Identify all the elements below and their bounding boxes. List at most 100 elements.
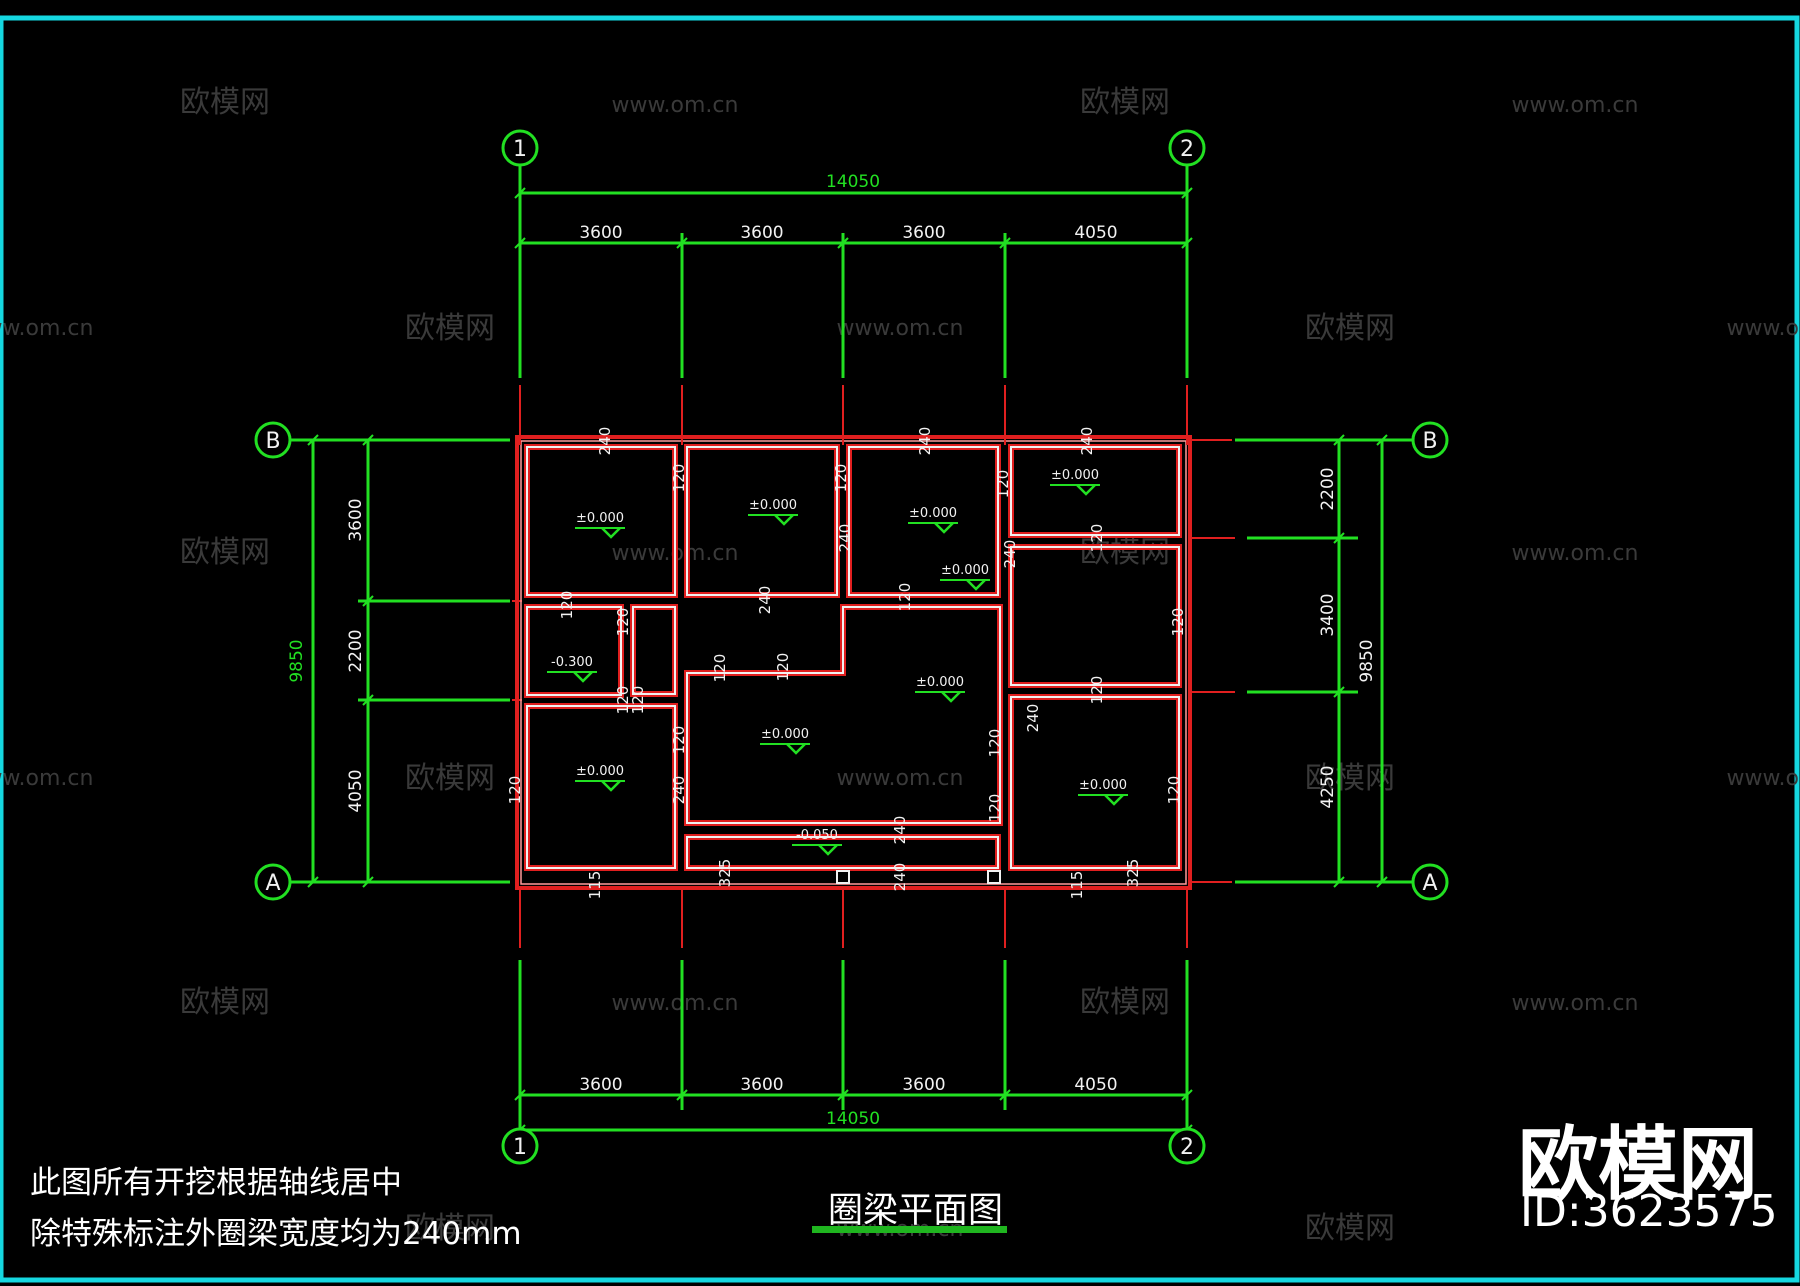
watermark-brand: 欧模网 <box>1080 85 1170 120</box>
beam-width-label: 240 <box>756 586 774 615</box>
dimension-tick <box>362 595 374 607</box>
elevation-symbol-triangle <box>573 671 593 683</box>
dim-top-segment: 4050 <box>1074 223 1117 243</box>
room-beam <box>684 444 840 598</box>
room-outline <box>848 446 999 596</box>
beam-width-label: 120 <box>506 776 524 805</box>
elevation-symbol-triangle <box>1104 794 1124 806</box>
beam-width-label: 240 <box>891 863 909 892</box>
beam-width-label: 240 <box>1001 540 1019 569</box>
watermark-brand: 欧模网 <box>1080 535 1170 570</box>
beam-width-label: 120 <box>670 726 688 755</box>
watermark-url: www.om.cn <box>1512 93 1639 118</box>
elevation-marks: ±0.000 ±0.000 ±0.000 ±0.000 -0.300 ±0.000 ±0.0… <box>547 468 1128 856</box>
dimension-tick <box>1181 1089 1193 1101</box>
axis-bubble-A-right-label: A <box>1422 871 1437 896</box>
watermark-url: www.om.cn <box>1727 316 1800 341</box>
axis-bubble-2-top <box>1168 129 1206 167</box>
room-outline <box>686 446 838 596</box>
dimension-tick <box>1181 237 1193 249</box>
drawing-note-1: 此图所有开挖根据轴线居中 <box>30 1165 402 1201</box>
elevation-symbol-triangle <box>818 844 838 856</box>
room-outline <box>632 606 676 695</box>
dimension-tick <box>362 694 374 706</box>
room-beam <box>1008 444 1182 538</box>
room-elevation-label: ±0.000 <box>1051 468 1099 483</box>
watermark-brand: 欧模网 <box>1305 1211 1395 1246</box>
beam-width-label: 120 <box>629 686 647 715</box>
dimension-tick <box>999 237 1011 249</box>
watermark-url: www.om.cn <box>837 316 964 341</box>
beam-width-label: 325 <box>1124 859 1142 888</box>
model-id-label: ID:3623575 <box>1520 1186 1778 1237</box>
dim-right-segment: 2200 <box>1318 467 1338 510</box>
axis-bubble-B-left-label: B <box>265 429 280 454</box>
room-outline <box>686 836 999 869</box>
beam-width-label: 240 <box>916 427 934 456</box>
brand-logo-text: 欧模网 <box>1518 1118 1758 1211</box>
plan-title: 圈梁平面图 <box>828 1191 1004 1231</box>
beam-width-label: 115 <box>1068 871 1086 900</box>
beam-width-label: 120 <box>896 583 914 612</box>
dimension-tick <box>307 434 319 446</box>
room-elevation-label: -0.300 <box>551 655 593 670</box>
beam-width-label: 120 <box>1088 676 1106 705</box>
room-elevation-label: ±0.000 <box>576 511 624 526</box>
dimension-tick <box>837 237 849 249</box>
dim-top-segment: 3600 <box>902 223 945 243</box>
room-elevation-label: -0.050 <box>796 828 838 843</box>
watermark-brand: 欧模网 <box>180 85 270 120</box>
beam-width-label: 240 <box>1024 704 1042 733</box>
dimension-tick <box>362 876 374 888</box>
beam-width-label: 115 <box>586 871 604 900</box>
axis-bubble-2-bottom-label: 2 <box>1180 1135 1194 1160</box>
axis-bubble-1-top-label: 1 <box>513 137 527 162</box>
elevation-symbol-triangle <box>786 743 806 755</box>
dimension-tick <box>1376 876 1388 888</box>
dimension-tick <box>307 876 319 888</box>
room-elevation-label: ±0.000 <box>909 506 957 521</box>
dim-top-segment: 3600 <box>579 223 622 243</box>
watermark-url: www.om.cn <box>1512 541 1639 566</box>
room-elevation-label: ±0.000 <box>941 563 989 578</box>
watermark-url: www.om.cn <box>837 766 964 791</box>
dim-right-total: 9850 <box>1357 639 1377 682</box>
dimension-tick <box>1181 187 1193 199</box>
beam-width-label: 240 <box>891 816 909 845</box>
dim-left-segment: 4050 <box>346 769 366 812</box>
drawing-note-2: 除特殊标注外圈梁宽度均为240mm <box>30 1216 522 1252</box>
axis-grid <box>290 165 1412 1128</box>
room-outline <box>526 705 676 869</box>
room-outline <box>1010 546 1180 686</box>
room-outline <box>686 606 1001 824</box>
elevation-symbol-triangle <box>941 691 961 703</box>
room-outline <box>526 606 622 696</box>
room-elevation-label: ±0.000 <box>576 764 624 779</box>
beam-width-label: 240 <box>596 427 614 456</box>
watermark-url: www.om.cn <box>0 766 93 791</box>
axis-bubble-1-bottom <box>501 1127 539 1165</box>
beam-width-label: 120 <box>986 729 1004 758</box>
dimension-tick <box>1376 434 1388 446</box>
dimension-tick <box>514 1089 526 1101</box>
beam-width-label: 120 <box>1169 608 1187 637</box>
room-elevation-label: ±0.000 <box>749 498 797 513</box>
dimension-tick <box>1333 434 1345 446</box>
dim-top-segment: 3600 <box>740 223 783 243</box>
axis-bubble-A-right <box>1411 863 1449 901</box>
beam-width-label: 120 <box>711 654 729 683</box>
axis-bubble-B-left <box>254 421 292 459</box>
dimension-tick <box>1333 686 1345 698</box>
watermark-brand: 欧模网 <box>180 535 270 570</box>
room-elevation-label: ±0.000 <box>916 675 964 690</box>
beam-width-label: 120 <box>832 464 850 493</box>
watermark-brand: 欧模网 <box>405 311 495 346</box>
axis-bubble-B-right-label: B <box>1422 429 1437 454</box>
dim-bottom-segment: 4050 <box>1074 1075 1117 1095</box>
beam-width-label: 325 <box>716 859 734 888</box>
room-beam <box>630 604 678 697</box>
room-outline <box>1010 696 1180 869</box>
